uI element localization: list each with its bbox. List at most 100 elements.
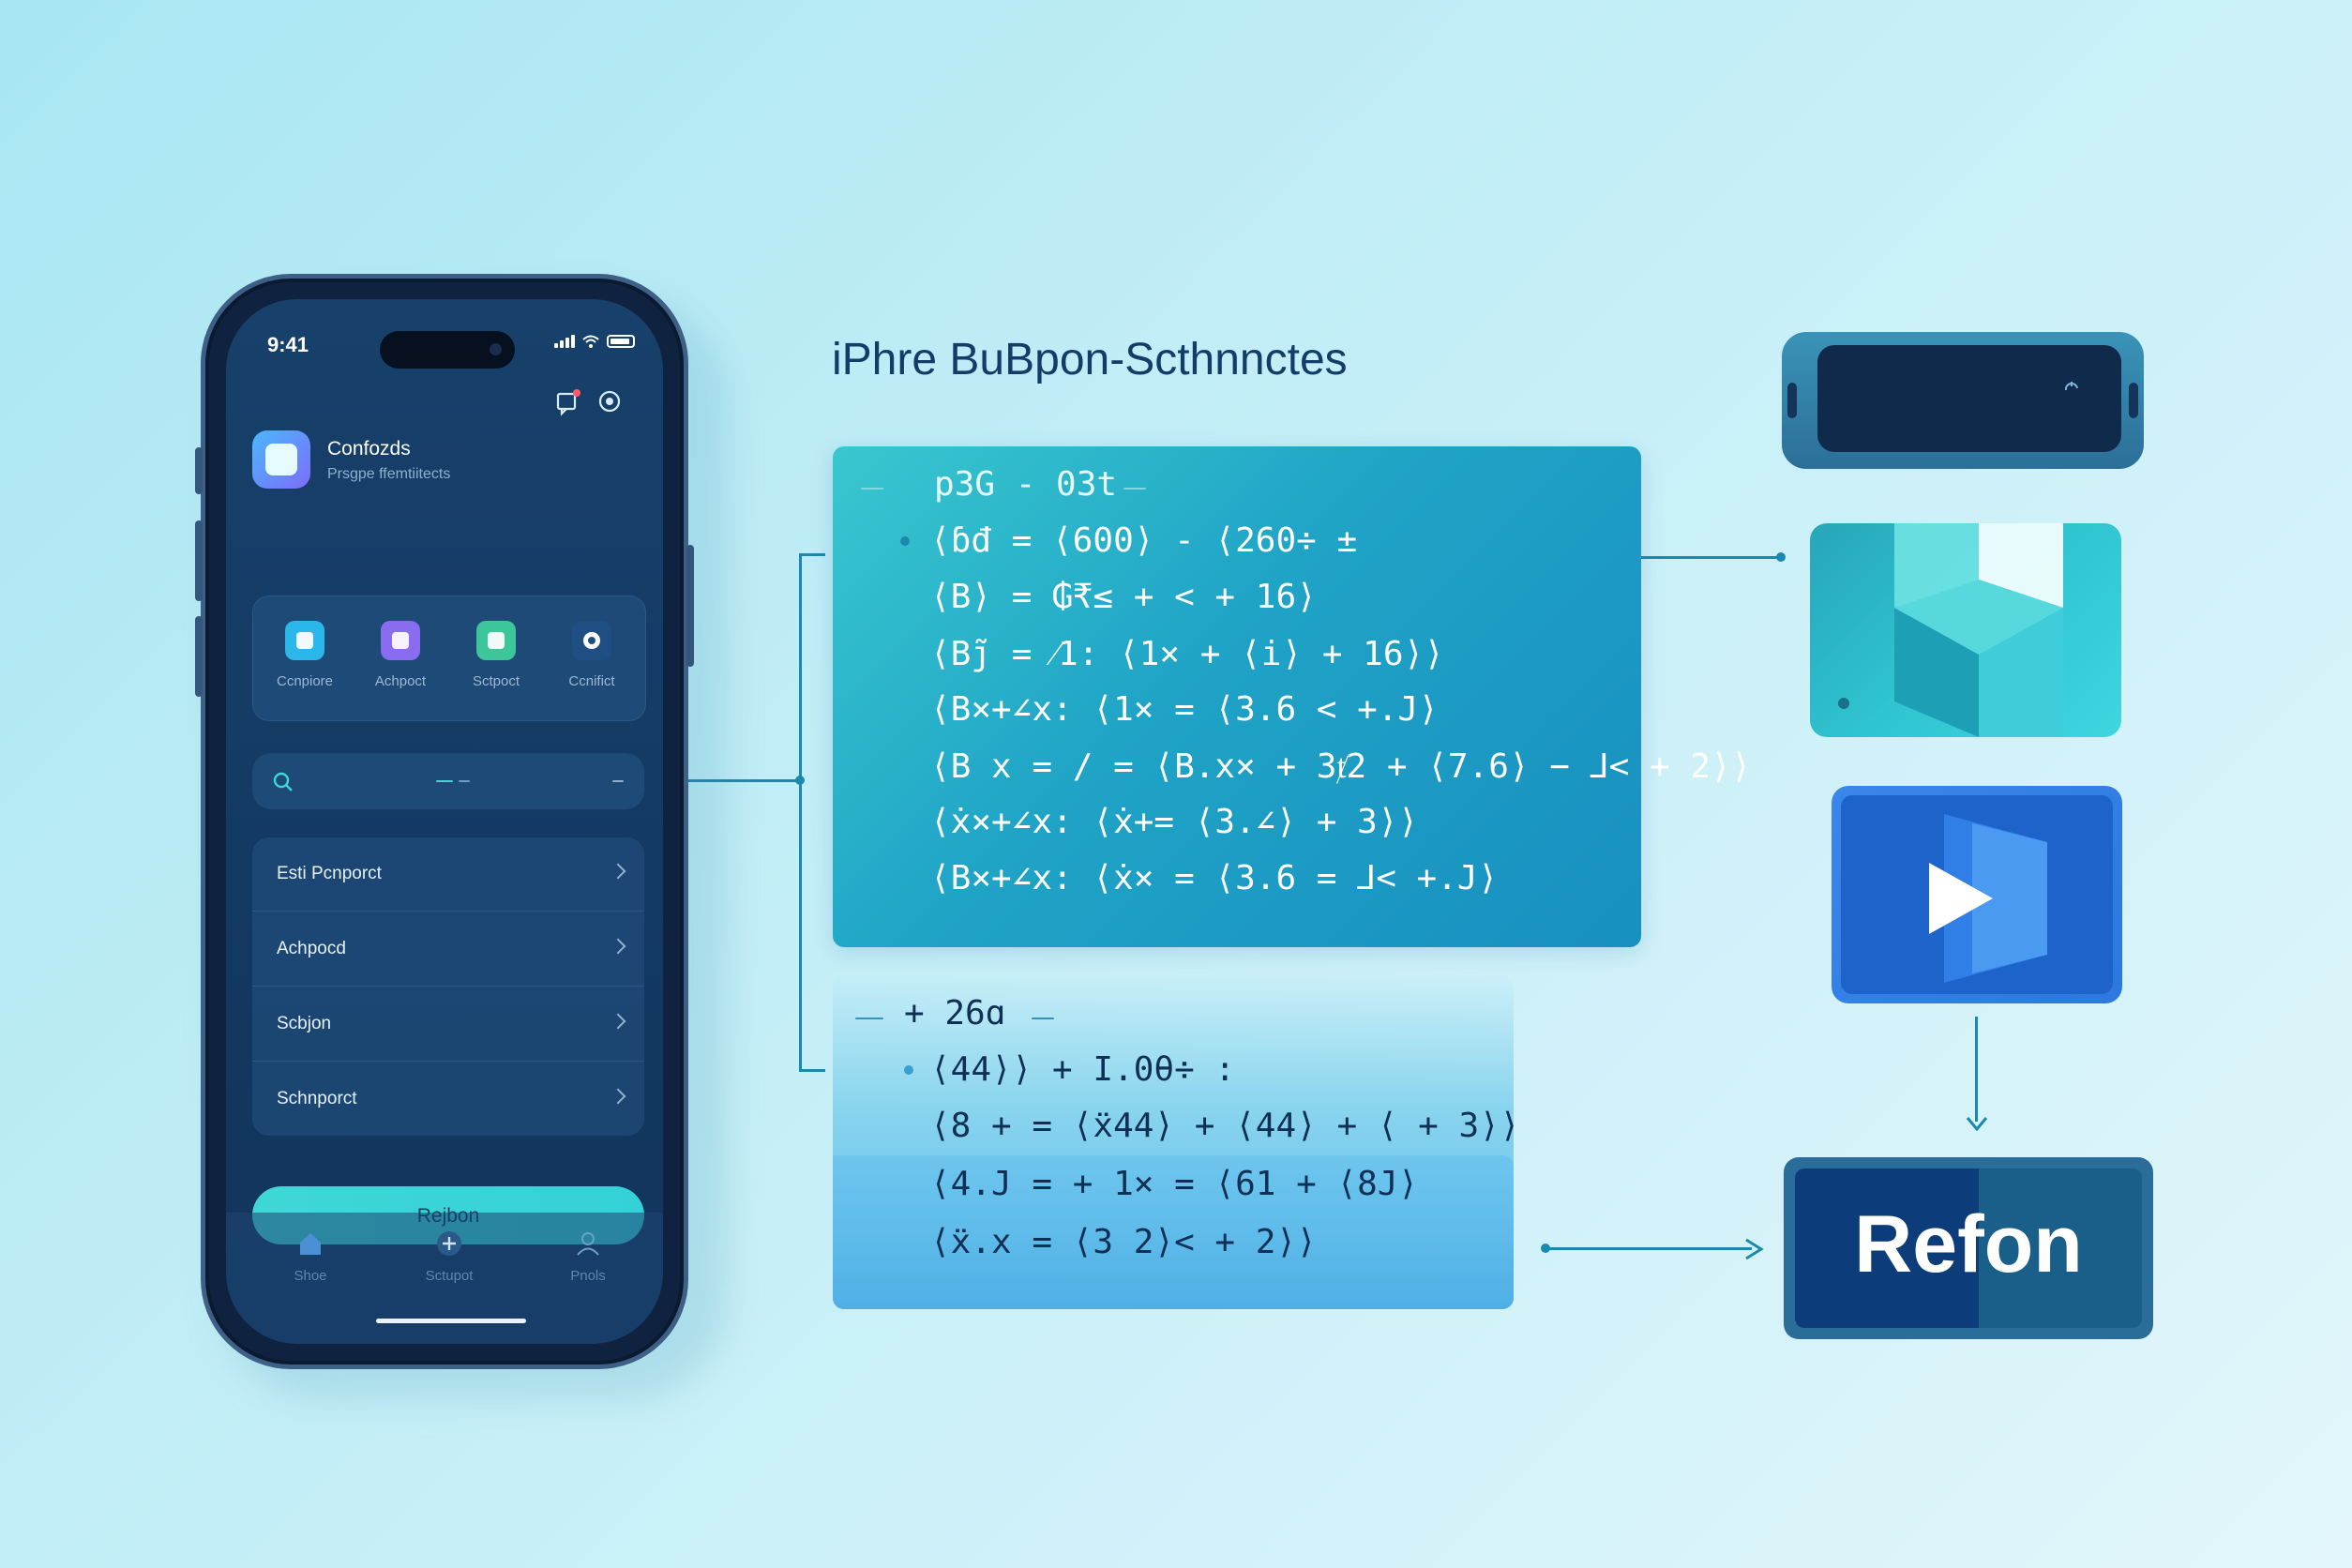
camera-dot: [490, 343, 502, 355]
result-label: Refon: [1854, 1199, 2083, 1289]
app-subtitle: Prsgpe ffemtiitects: [327, 466, 451, 482]
list-item[interactable]: Schnporct: [252, 1063, 644, 1137]
settings-icon[interactable]: [594, 385, 626, 417]
code-line: ⟨B x = / = ⟨B.x× + 3ⱦ2 + ⟨7.6⟩ − ⅃< + 2⟩…: [930, 747, 1752, 786]
list-item[interactable]: Scbjon: [252, 988, 644, 1062]
home-icon: [300, 1233, 321, 1255]
chevron-right-icon: [610, 938, 626, 955]
list-item[interactable]: Esti Pcnporct: [252, 837, 644, 912]
phone-screen: 9:41 Confozds Prsgpe ffemtiitects: [226, 299, 663, 1344]
list-item[interactable]: Achpocd: [252, 912, 644, 987]
device-preview-screen: [1817, 345, 2121, 452]
quick-action-label: Ccnifict: [568, 673, 615, 689]
gear-icon: [572, 621, 611, 660]
list-item-label: Esti Pcnporct: [277, 864, 382, 883]
stack-icon: [285, 621, 324, 660]
code-line: ⟨8 + = ⟨ẍ44⟩ + ⟨44⟩ + ⟨ + 3⟩⟩: [930, 1107, 1520, 1145]
media-card[interactable]: [1832, 786, 2122, 1003]
play-icon: [1929, 814, 2047, 983]
signal-icon: [554, 335, 575, 348]
media-card-inner: [1841, 795, 2113, 994]
search-indicator: [459, 780, 470, 782]
connector-phone: [688, 779, 801, 782]
status-icons: [554, 335, 635, 348]
quick-action-label: Sctpoct: [472, 673, 520, 689]
list-item-label: Schnporct: [277, 1089, 357, 1108]
panel-rule: [1032, 1018, 1054, 1019]
tab-add[interactable]: Sctupot: [402, 1229, 496, 1284]
quick-action-compare[interactable]: Ccnpiore: [263, 621, 347, 689]
code-line: ⟨B×+∠x: ⟨1× = ⟨3.6 < +.J⟩: [930, 690, 1439, 729]
connector-code-to-refon: [1545, 1247, 1752, 1250]
connector-cube: [1641, 556, 1782, 559]
phone-mockup: 9:41 Confozds Prsgpe ffemtiitects: [195, 274, 694, 1369]
phone-volume-up: [195, 520, 203, 601]
connector-bracket-top: [799, 553, 825, 556]
chevron-right-icon: [610, 863, 626, 880]
code-bullet: [900, 536, 910, 546]
wifi-icon: [582, 335, 599, 348]
list-item-label: Scbjon: [277, 1014, 332, 1033]
connector-bracket-bottom: [799, 1069, 825, 1072]
document-icon: [476, 621, 516, 660]
tab-label: Sctupot: [425, 1268, 474, 1284]
quick-action-label: Ccnpiore: [276, 673, 334, 689]
code-line: ⟨B×+∠x: ⟨ẋ× = ⟨3.6 = ⅃< +.J⟩: [930, 859, 1499, 897]
plus-icon: [437, 1231, 461, 1256]
connector-bracket: [799, 553, 802, 1071]
chevron-right-icon: [610, 1088, 626, 1105]
tab-profile[interactable]: Pnols: [541, 1229, 635, 1284]
code-line: ⟨44⟩⟩ + I.0θ÷ :: [930, 1050, 1236, 1089]
code-panel-primary: p3G - 03t ⟨ɓđ = ⟨600⟩ - ⟨260÷ ± ⟨B⟩ = ₲₹…: [833, 446, 1751, 947]
panel-rule: [1123, 488, 1146, 490]
arrow-right-icon: [1745, 1238, 1764, 1260]
settings-list: Esti Pcnporct Achpocd Scbjon Schnporct: [252, 837, 644, 1136]
list-item-label: Achpocd: [277, 939, 346, 958]
code-header: p3G - 03t: [934, 465, 1118, 504]
result-card-right: [1979, 1168, 2142, 1328]
code-panel-band: [833, 1155, 1514, 1309]
connector-play-to-refon: [1975, 1017, 1978, 1122]
code-panel-secondary: + 26ɑ ⟨44⟩⟩ + I.0θ÷ : ⟨8 + = ⟨ẍ44⟩ + ⟨44…: [833, 975, 1520, 1309]
code-bullet: [904, 1065, 913, 1075]
code-line: ⟨Bj̃ = ⁄1: ⟨1× + ⟨i⟩ + 16⟩⟩: [930, 635, 1444, 673]
home-indicator: [376, 1319, 526, 1323]
phone-mute-switch: [195, 447, 203, 494]
result-card[interactable]: Refon: [1784, 1157, 2153, 1339]
code-header: + 26ɑ: [904, 994, 1006, 1033]
panel-rule: [855, 1018, 883, 1019]
code-line: ⟨ɓđ = ⟨600⟩ - ⟨260÷ ±: [930, 521, 1358, 560]
code-line: ⟨ẋ×+∠x: ⟨ẋ+= ⟨3.∠⟩ + 3⟩⟩: [930, 803, 1419, 841]
device-side-button: [1787, 383, 1797, 418]
quick-action-config[interactable]: Ccnifict: [550, 621, 634, 689]
chevron-right-icon: [610, 1013, 626, 1030]
code-line: ⟨4.J = + 1× = ⟨61 + ⟨8J⟩: [930, 1165, 1419, 1203]
quick-action-sctpoct[interactable]: Sctpoct: [454, 621, 538, 689]
code-line: ⟨ẍ.x = ⟨3 2⟩< + 2⟩⟩: [930, 1223, 1317, 1261]
dynamic-island: [380, 331, 515, 369]
cube-icon: [1838, 523, 2063, 737]
notification-icon[interactable]: [552, 385, 584, 417]
phone-power-button: [686, 545, 694, 667]
device-preview-card[interactable]: [1782, 332, 2144, 469]
page-title: iPhre BuBpon-Scthnnctes: [832, 335, 1348, 384]
connector-node: [1776, 552, 1786, 562]
battery-icon: [607, 335, 635, 348]
profile-icon: [577, 1232, 599, 1256]
app-logo-icon: [252, 430, 310, 489]
music-note-icon: [381, 621, 420, 660]
code-line: ⟨B⟩ = ₲₹≤ + < + 16⟩: [930, 578, 1317, 616]
more-icon[interactable]: [612, 780, 624, 782]
tab-home[interactable]: Shoe: [264, 1229, 357, 1284]
status-time: 9:41: [267, 333, 309, 356]
phone-volume-down: [195, 616, 203, 697]
quick-action-label: Achpoct: [374, 673, 427, 689]
tab-label: Pnols: [570, 1268, 606, 1284]
search-indicator: [436, 780, 453, 782]
tab-label: Shoe: [294, 1268, 327, 1284]
quick-actions-card: Ccnpiore Achpoct Sctpoct Ccnifict: [252, 596, 646, 721]
quick-action-achpoct[interactable]: Achpoct: [358, 621, 443, 689]
search-bar[interactable]: [252, 753, 644, 809]
tab-bar: Shoe Sctupot Pnols: [226, 1213, 663, 1344]
package-card[interactable]: [1810, 523, 2121, 737]
